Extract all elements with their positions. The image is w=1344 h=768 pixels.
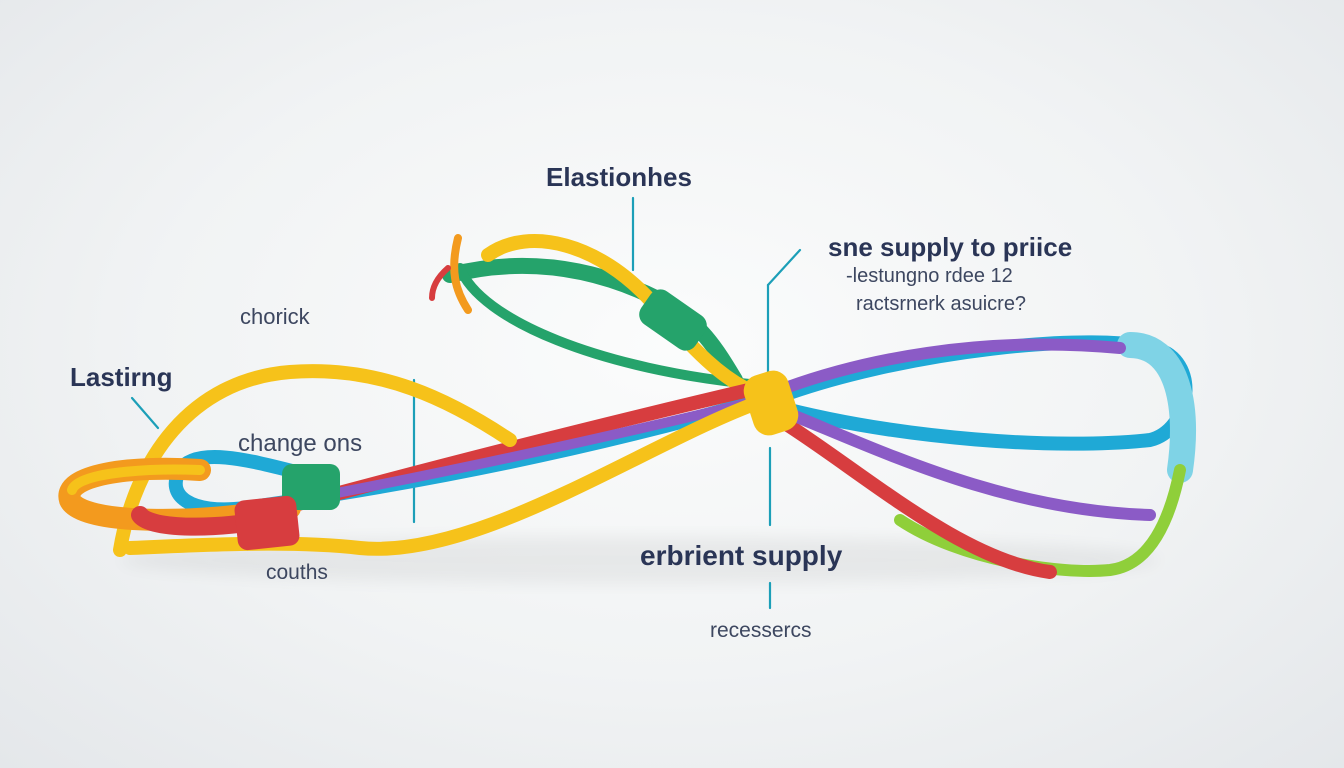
- knot-green-upper: [639, 289, 707, 351]
- knot-yellow-center: [743, 370, 799, 436]
- leader-line-right: [766, 248, 802, 287]
- knot-red-left: [234, 495, 300, 551]
- label-left-upper: chorick: [240, 304, 310, 329]
- label-right-sub-1: -lestungno rdee 12: [846, 265, 1013, 287]
- band-red-tail: [429, 265, 451, 301]
- band-purple-diagonal: [295, 390, 785, 505]
- label-left-middle: change ons: [238, 430, 363, 457]
- leader-lines: [130, 196, 802, 610]
- band-orange-tail: [450, 234, 472, 314]
- band-lime-right: [894, 464, 1186, 577]
- bands-back: [168, 332, 1196, 579]
- knot-green-left: [282, 464, 340, 510]
- label-bottom-title: erbrient supply: [640, 540, 843, 571]
- band-purple-upper-right: [774, 338, 1126, 396]
- band-purple-lower-right: [774, 404, 1156, 521]
- band-yellow-lower: [123, 393, 772, 556]
- label-left-title: Lastirng: [70, 362, 173, 392]
- label-right-title: sne supply to priice: [828, 232, 1073, 262]
- band-green-upper-back: [455, 263, 765, 390]
- label-bottom-sub: recessercs: [710, 619, 812, 642]
- band-lightblue-end: [1117, 332, 1196, 483]
- label-left-lower: couths: [266, 561, 328, 584]
- leader-line-left: [130, 396, 160, 430]
- bands-front: [58, 364, 772, 557]
- label-top-title: Elastionhes: [546, 162, 692, 192]
- knots: [234, 289, 799, 551]
- band-red-lower-right: [773, 413, 1057, 579]
- label-right-sub-2: ractsrnerk asuicre?: [856, 293, 1027, 315]
- band-yellow-coil-top: [67, 464, 205, 495]
